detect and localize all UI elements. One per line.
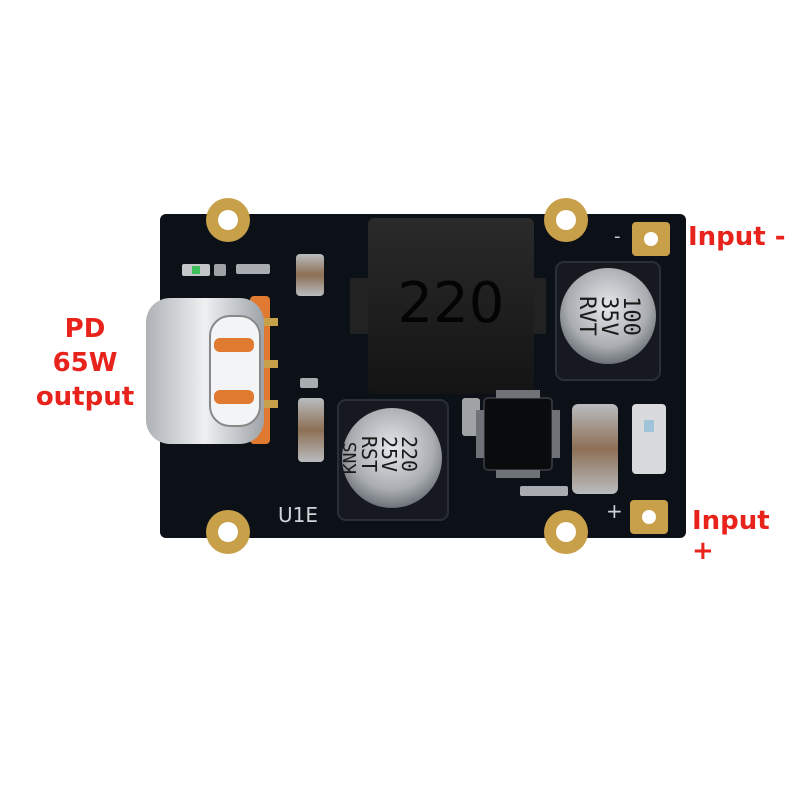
cap-bottom-line-3: RST bbox=[357, 436, 381, 472]
mount-pad bbox=[206, 510, 250, 554]
smd-capacitor bbox=[298, 398, 324, 462]
silkscreen-minus: - bbox=[614, 226, 621, 247]
pd-output-label: PD 65W output bbox=[20, 312, 150, 414]
mount-pad bbox=[544, 198, 588, 242]
cap-top-line-3: RVT bbox=[574, 296, 599, 336]
cap-top-line-2: 35V bbox=[596, 296, 621, 336]
cap-top-line-1: 100 bbox=[618, 296, 643, 336]
cap-bottom-line-1: 220 bbox=[397, 436, 421, 472]
smd-capacitor bbox=[296, 254, 324, 296]
electrolytic-capacitor-top: 100 35V RVT bbox=[555, 261, 661, 381]
mount-pad bbox=[544, 510, 588, 554]
input-minus-label: Input - bbox=[688, 222, 786, 252]
input-plus-pad bbox=[630, 500, 668, 534]
cap-bottom-line-4: KNS bbox=[340, 442, 361, 475]
input-plus-label: Input + bbox=[692, 506, 770, 566]
pd-label-line-2: 65W bbox=[52, 348, 118, 378]
usb-c-connector bbox=[146, 296, 278, 444]
controller-ic bbox=[476, 390, 560, 478]
electrolytic-capacitor-bottom: 220 25V RST KNS bbox=[337, 399, 449, 521]
pd-label-line-1: PD bbox=[64, 314, 106, 344]
smd-capacitor bbox=[572, 404, 618, 494]
pd-label-line-3: output bbox=[35, 382, 135, 412]
inductor: 220 bbox=[350, 218, 546, 394]
silkscreen-board-id: U1E bbox=[278, 503, 318, 527]
silkscreen-plus: + bbox=[606, 499, 623, 523]
smd-resistor bbox=[632, 404, 666, 474]
mount-pad bbox=[206, 198, 250, 242]
inductor-marking: 220 bbox=[398, 271, 505, 336]
cap-bottom-line-2: 25V bbox=[377, 436, 401, 472]
input-minus-pad bbox=[632, 222, 670, 256]
